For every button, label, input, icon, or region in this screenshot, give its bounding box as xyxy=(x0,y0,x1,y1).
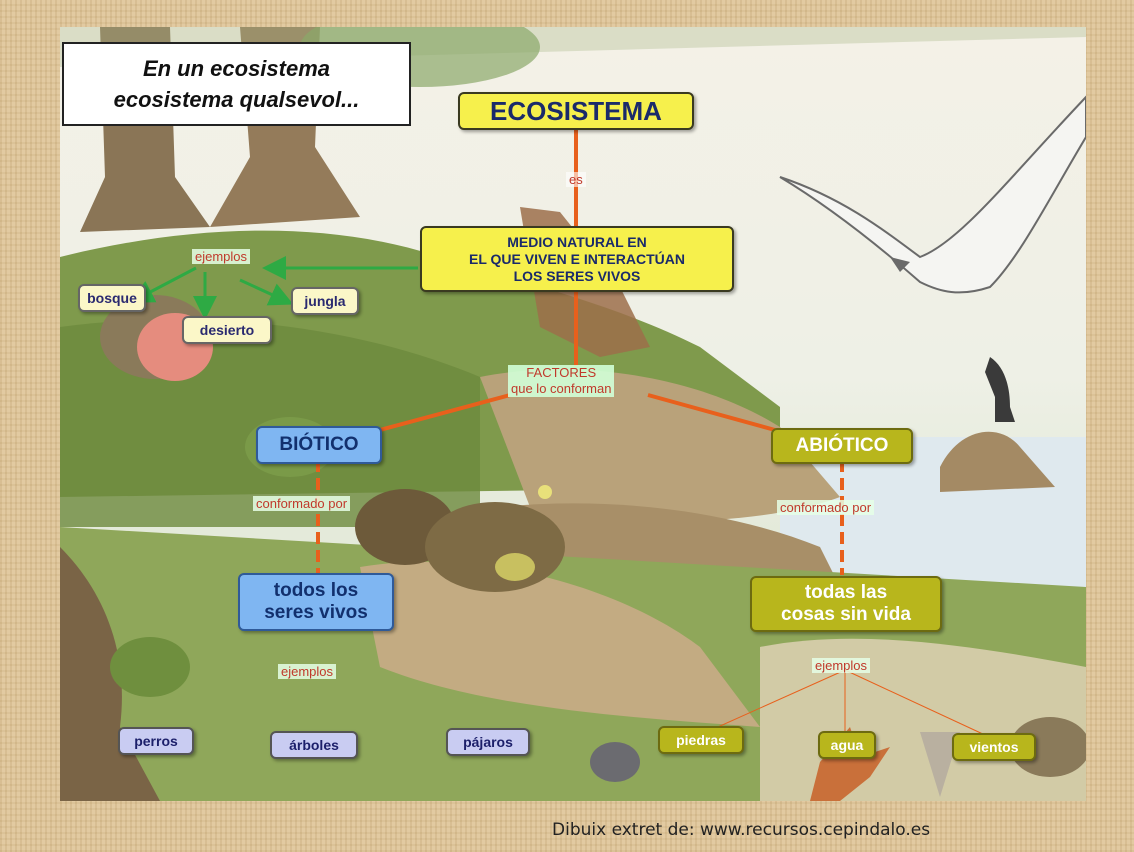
factors-label: FACTORES que lo conforman xyxy=(508,365,614,397)
ecosystem-node: ECOSISTEMA xyxy=(458,92,694,130)
definition-line-1: MEDIO NATURAL EN xyxy=(507,234,646,251)
abiotic-link-label: conformado por xyxy=(777,500,874,515)
intro-text-box: En un ecosistema ecosistema qualsevol... xyxy=(62,42,411,126)
example-pajaros: pájaros xyxy=(446,728,530,756)
example-vientos: vientos xyxy=(952,733,1036,761)
abiotic-composition-node: todas las cosas sin vida xyxy=(750,576,942,632)
image-credit: Dibuix extret de: www.recursos.cepindalo… xyxy=(552,820,930,840)
example-desierto: desierto xyxy=(182,316,272,344)
biotic-composition-line-2: seres vivos xyxy=(264,602,368,624)
example-bosque: bosque xyxy=(78,284,146,312)
example-jungla: jungla xyxy=(291,287,359,315)
biotic-link-label: conformado por xyxy=(253,496,350,511)
example-piedras: piedras xyxy=(658,726,744,754)
biotic-composition-node: todos los seres vivos xyxy=(238,573,394,631)
biotic-examples-label: ejemplos xyxy=(278,664,336,679)
line-factors-biotic xyxy=(380,395,510,430)
example-arboles: árboles xyxy=(270,731,358,759)
abiotic-composition-line-1: todas las xyxy=(805,582,887,604)
factors-line-2: que lo conforman xyxy=(511,381,611,397)
definition-line-3: LOS SERES VIVOS xyxy=(514,268,641,285)
intro-line-1: En un ecosistema xyxy=(114,53,360,84)
abiotic-examples-label: ejemplos xyxy=(812,658,870,673)
example-agua: agua xyxy=(818,731,876,759)
link-es-label: es xyxy=(566,172,586,187)
abiotic-composition-line-2: cosas sin vida xyxy=(781,604,911,626)
intro-line-2: ecosistema qualsevol... xyxy=(114,84,360,115)
line-factors-abiotic xyxy=(648,395,775,430)
definition-node: MEDIO NATURAL EN EL QUE VIVEN E INTERACT… xyxy=(420,226,734,292)
abiotic-node: ABIÓTICO xyxy=(771,428,913,464)
examples-label-top: ejemplos xyxy=(192,249,250,264)
definition-line-2: EL QUE VIVEN E INTERACTÚAN xyxy=(469,251,685,268)
example-perros: perros xyxy=(118,727,194,755)
factors-line-1: FACTORES xyxy=(511,365,611,381)
biotic-composition-line-1: todos los xyxy=(274,580,358,602)
biotic-node: BIÓTICO xyxy=(256,426,382,464)
